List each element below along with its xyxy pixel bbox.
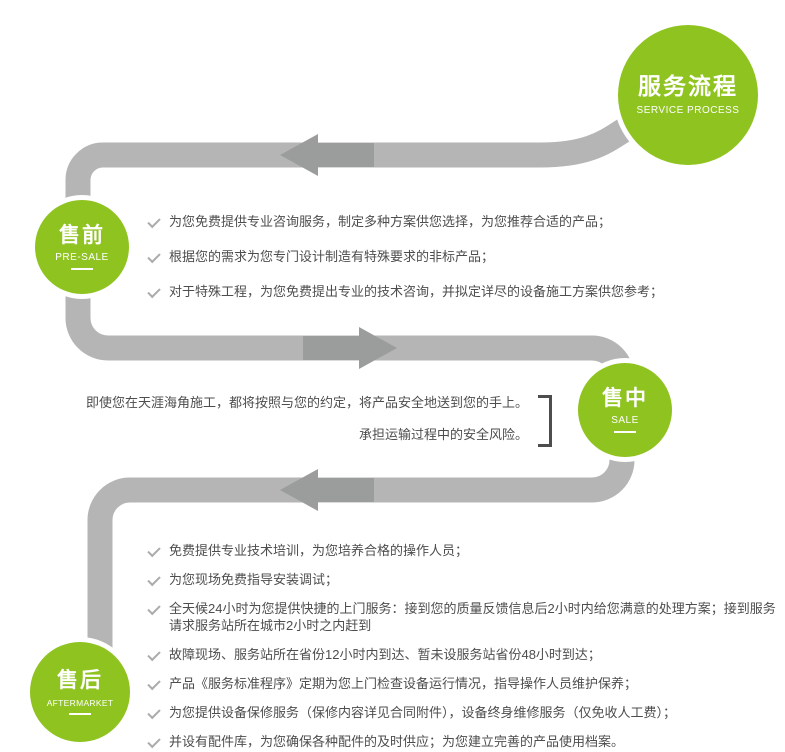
header-badge: 服务流程 SERVICE PROCESS [618, 25, 758, 165]
check-icon [147, 647, 161, 662]
stage-subtitle: AFTERMARKET [46, 697, 114, 708]
list-item: 全天候24小时为您提供快捷的上门服务：接到您的质量反馈信息后2小时内给您满意的处… [147, 600, 780, 634]
underline-decoration [69, 712, 91, 715]
list-item: 对于特殊工程，为您免费提出专业的技术咨询，并拟定详尽的设备施工方案供您参考； [147, 282, 710, 302]
stage-subtitle: SALE [611, 415, 639, 427]
arrow-right-middle-icon [303, 327, 397, 369]
list-item: 产品《服务标准程序》定期为您上门检查设备运行情况，指导操作人员维护保养； [147, 675, 780, 692]
stage-title: 售中 [602, 386, 648, 410]
check-icon [147, 705, 161, 720]
sale-text-line: 承担运输过程中的安全风险。 [358, 427, 528, 442]
list-item-text: 为您现场免费指导安装调试； [169, 572, 339, 587]
list-item-text: 为您提供设备保修服务（保修内容详见合同附件），设备终身维修服务（仅免收人工费）； [169, 705, 677, 720]
list-item-text: 全天候24小时为您提供快捷的上门服务：接到您的质量反馈信息后2小时内给您满意的处… [169, 601, 776, 633]
list-item: 故障现场、服务站所在省份12小时内到达、暂未设服务站省份48小时到达； [147, 646, 780, 663]
pre-sale-list: 为您免费提供专业咨询服务，制定多种方案供您选择，为您推荐合适的产品； 根据您的需… [147, 212, 710, 317]
list-item-text: 免费提供专业技术培训，为您培养合格的操作人员； [169, 543, 469, 558]
list-item: 为您现场免费指导安装调试； [147, 571, 780, 588]
check-icon [147, 572, 161, 587]
check-icon [147, 734, 161, 749]
check-icon [147, 543, 161, 558]
page-title: 服务流程 [638, 73, 738, 100]
check-icon [147, 249, 161, 264]
list-item: 根据您的需求为您专门设计制造有特殊要求的非标产品； [147, 247, 710, 267]
stage-subtitle: PRE-SALE [55, 252, 109, 264]
underline-decoration [71, 268, 93, 271]
list-item-text: 为您免费提供专业咨询服务，制定多种方案供您选择，为您推荐合适的产品； [169, 214, 612, 229]
bracket-icon [538, 395, 552, 447]
list-item-text: 故障现场、服务站所在省份12小时内到达、暂未设服务站省份48小时到达； [169, 647, 601, 662]
stage-title: 售前 [59, 223, 105, 247]
list-item: 为您免费提供专业咨询服务，制定多种方案供您选择，为您推荐合适的产品； [147, 212, 710, 232]
stage-badge-pre-sale: 售前 PRE-SALE [35, 200, 129, 294]
stage-badge-sale: 售中 SALE [578, 363, 672, 457]
sale-text-block: 即使您在天涯海角施工，都将按照与您的约定，将产品安全地送到您的手上。 承担运输过… [60, 394, 528, 458]
check-icon [147, 214, 161, 229]
sale-text-line: 即使您在天涯海角施工，都将按照与您的约定，将产品安全地送到您的手上。 [85, 395, 528, 410]
page-subtitle: SERVICE PROCESS [636, 104, 740, 116]
check-icon [147, 676, 161, 691]
arrow-left-bottom-icon [280, 469, 374, 511]
check-icon [147, 601, 161, 616]
list-item: 并设有配件库，为您确保各种配件的及时供应；为您建立完善的产品使用档案。 [147, 733, 780, 750]
list-item: 免费提供专业技术培训，为您培养合格的操作人员； [147, 542, 780, 559]
arrow-left-top-icon [280, 134, 374, 176]
list-item-text: 产品《服务标准程序》定期为您上门检查设备运行情况，指导操作人员维护保养； [169, 676, 638, 691]
check-icon [147, 284, 161, 299]
list-item-text: 并设有配件库，为您确保各种配件的及时供应；为您建立完善的产品使用档案。 [169, 734, 625, 749]
aftermarket-list: 免费提供专业技术培训，为您培养合格的操作人员； 为您现场免费指导安装调试； 全天… [147, 542, 780, 752]
underline-decoration [614, 431, 636, 434]
stage-title: 售后 [57, 669, 103, 693]
list-item-text: 对于特殊工程，为您免费提出专业的技术咨询，并拟定详尽的设备施工方案供您参考； [169, 284, 664, 299]
list-item: 为您提供设备保修服务（保修内容详见合同附件），设备终身维修服务（仅免收人工费）； [147, 704, 780, 721]
list-item-text: 根据您的需求为您专门设计制造有特殊要求的非标产品； [169, 249, 495, 264]
stage-badge-aftermarket: 售后 AFTERMARKET [30, 642, 130, 742]
